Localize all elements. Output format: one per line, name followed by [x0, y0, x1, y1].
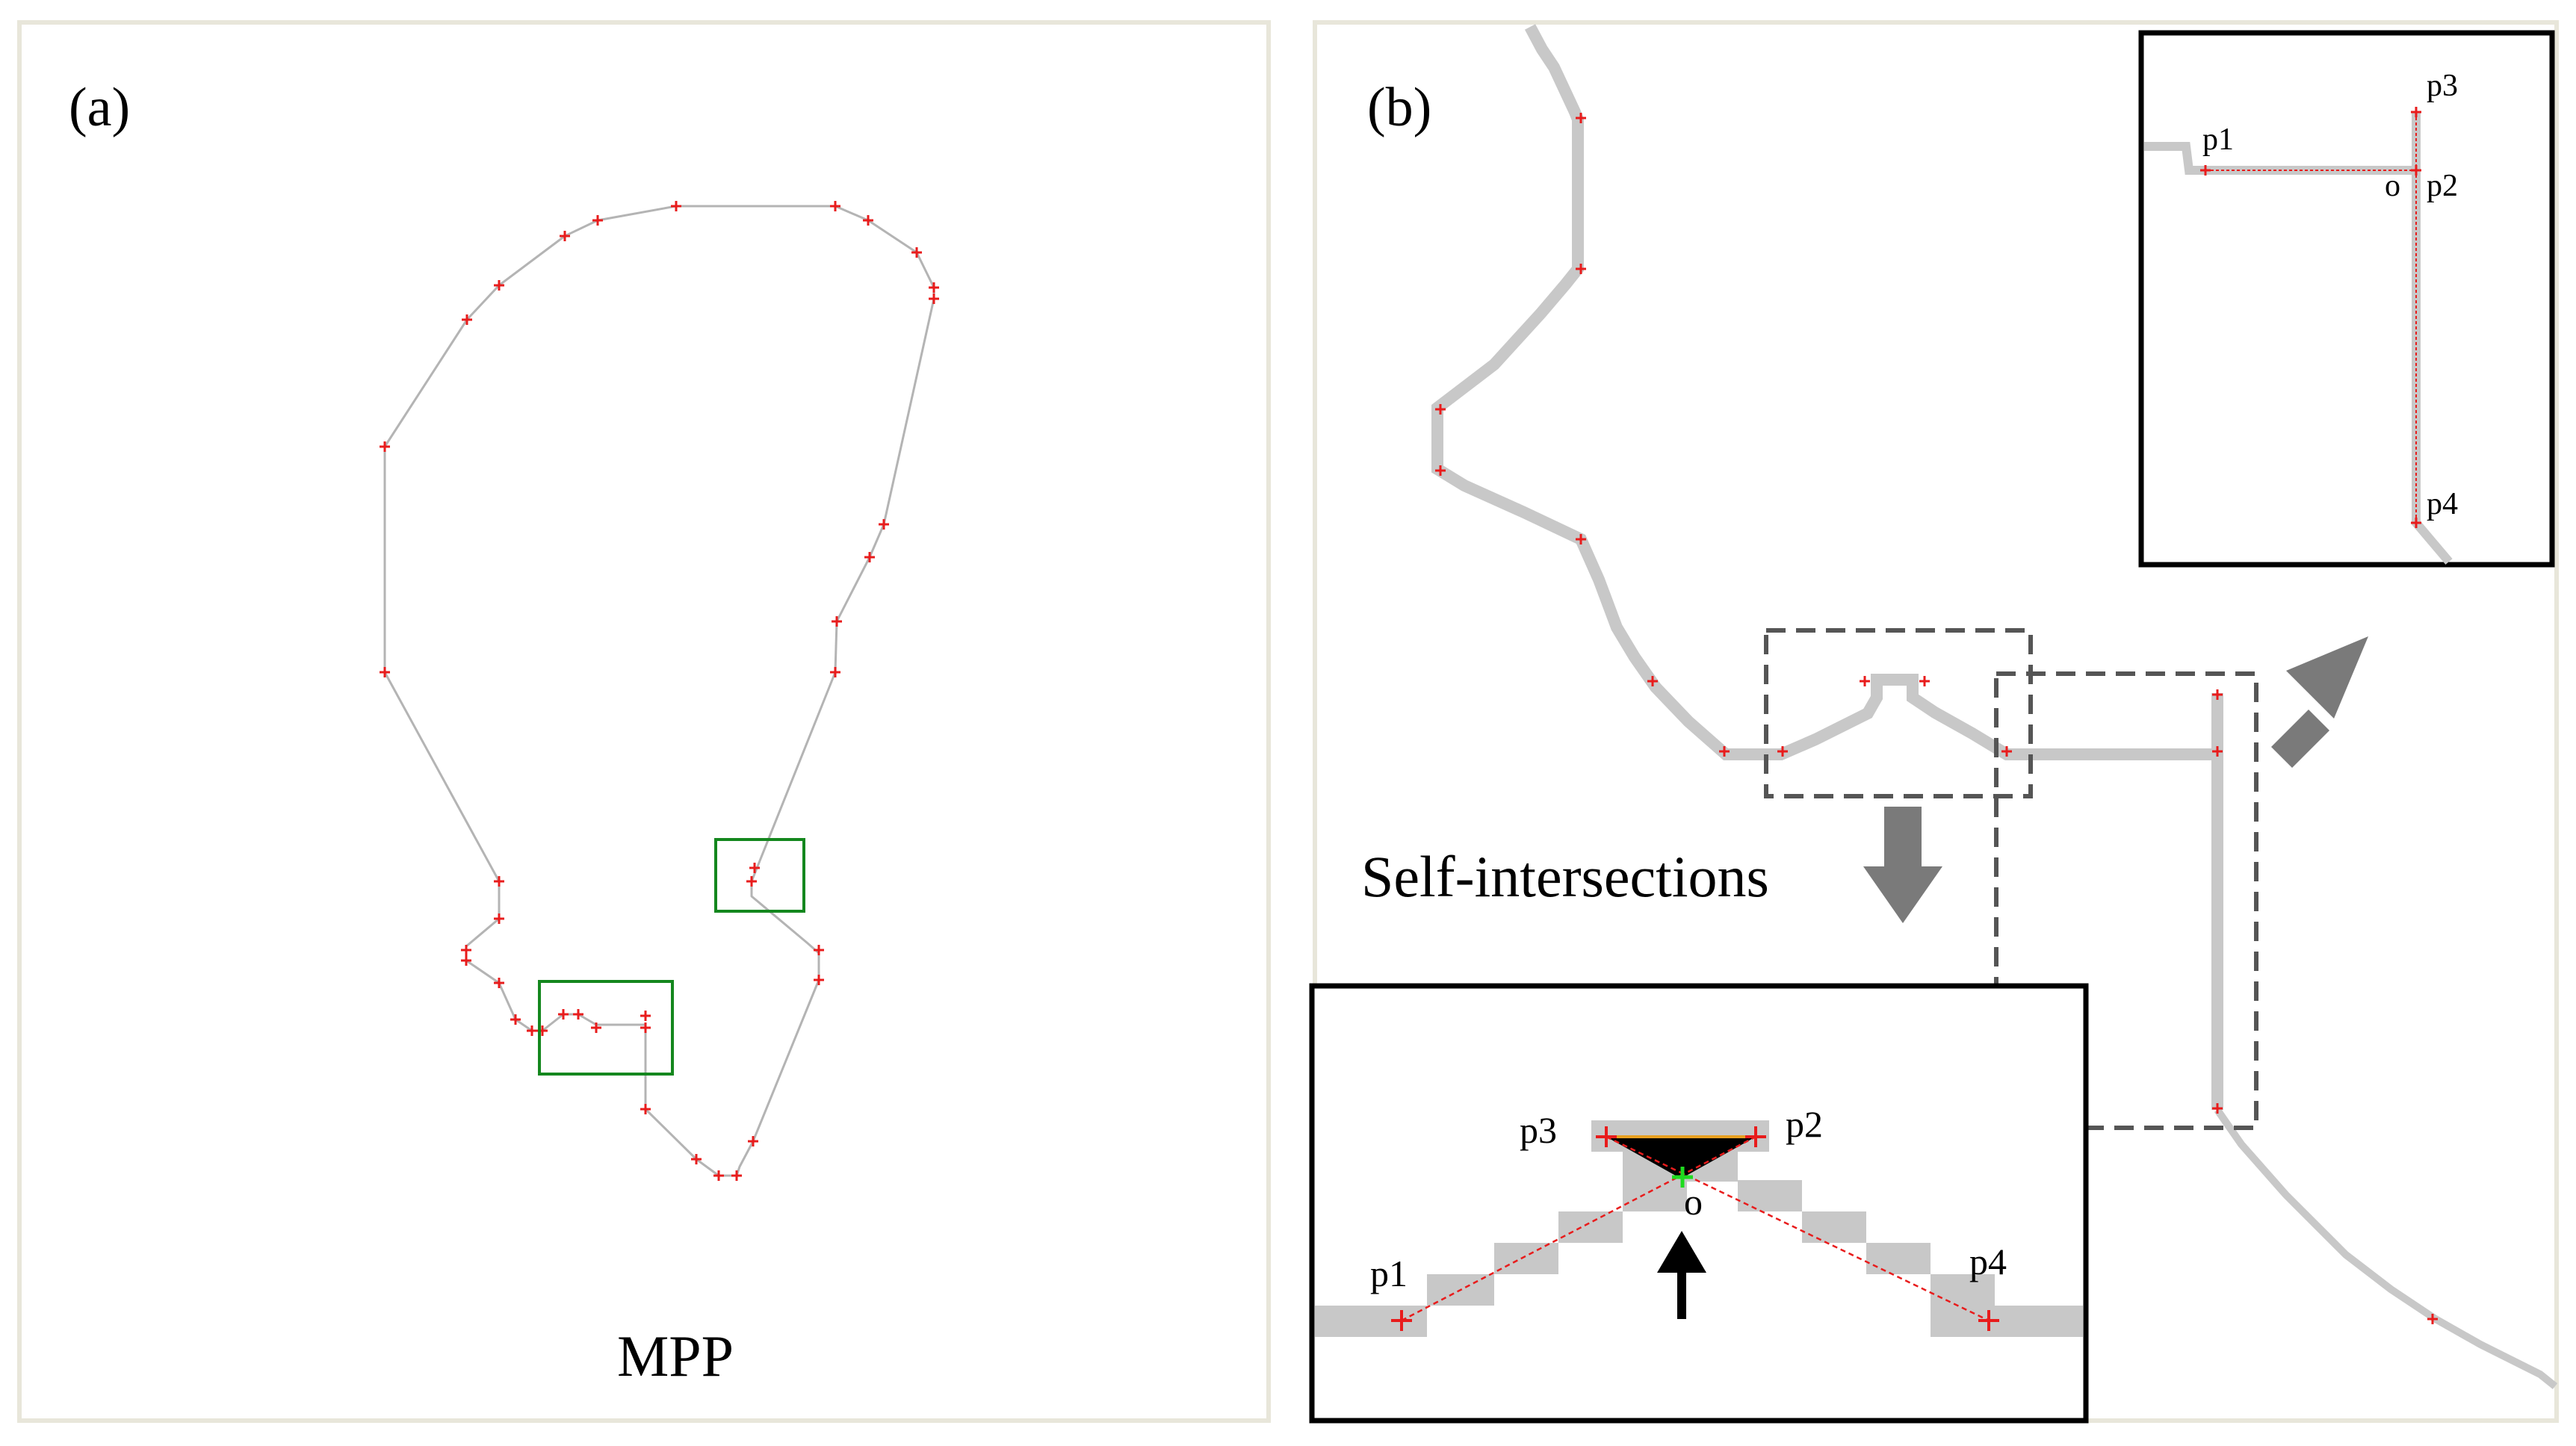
highlight-box-right [714, 838, 805, 913]
panel-a-frame [17, 20, 1271, 1423]
inset-bottom-p4-label: p4 [1969, 1241, 2007, 1282]
self-intersection-region [1606, 1137, 1756, 1179]
inset-top: p1 p3 p2 o p4 [2138, 30, 2555, 568]
panel-a-caption: MPP [617, 1324, 734, 1388]
inset-top-o-label: o [2385, 169, 2400, 203]
arrow-up-icon [1657, 1231, 1706, 1319]
inset-bottom-edge-p3-p4 [1606, 1135, 1990, 1322]
dashed-box-junction [1994, 671, 2258, 1130]
pixel-boundary-path-tail [2214, 1108, 2558, 1389]
inset-bottom-frame [1309, 983, 2089, 1424]
inset-bottom-o-label: o [1684, 1181, 1703, 1223]
inset-top-p2-label: p2 [2427, 169, 2458, 203]
inset-top-p3-label: p3 [2427, 69, 2458, 103]
highlight-box-left [538, 980, 674, 1076]
inset-top-frame [2138, 30, 2555, 568]
dashed-box-self-intersection [1764, 628, 2033, 798]
arrow-up-right-icon [2271, 636, 2368, 768]
inset-bottom: p1 p3 p2 o p4 [1309, 983, 2089, 1424]
arrow-down-icon [1863, 807, 1942, 923]
panel-b: (b) [1309, 20, 2559, 1424]
self-intersections-label: Self-intersections [1361, 844, 1769, 909]
panel-a-tag: (a) [69, 77, 130, 138]
inset-bottom-p1-label: p1 [1370, 1253, 1408, 1294]
intersection-point-icon [1672, 1167, 1693, 1188]
inset-top-p4-label: p4 [2427, 487, 2458, 521]
inset-bottom-p2-label: p2 [1786, 1103, 1823, 1145]
inset-bottom-edge-p1-p2 [1401, 1135, 1756, 1322]
panel-b-tag: (b) [1367, 77, 1431, 138]
inset-top-p1-label: p1 [2202, 122, 2234, 157]
inset-bottom-p3-label: p3 [1520, 1109, 1557, 1151]
panel-a: (a) MPP [17, 20, 1271, 1423]
mpp-polygon [383, 205, 935, 1177]
